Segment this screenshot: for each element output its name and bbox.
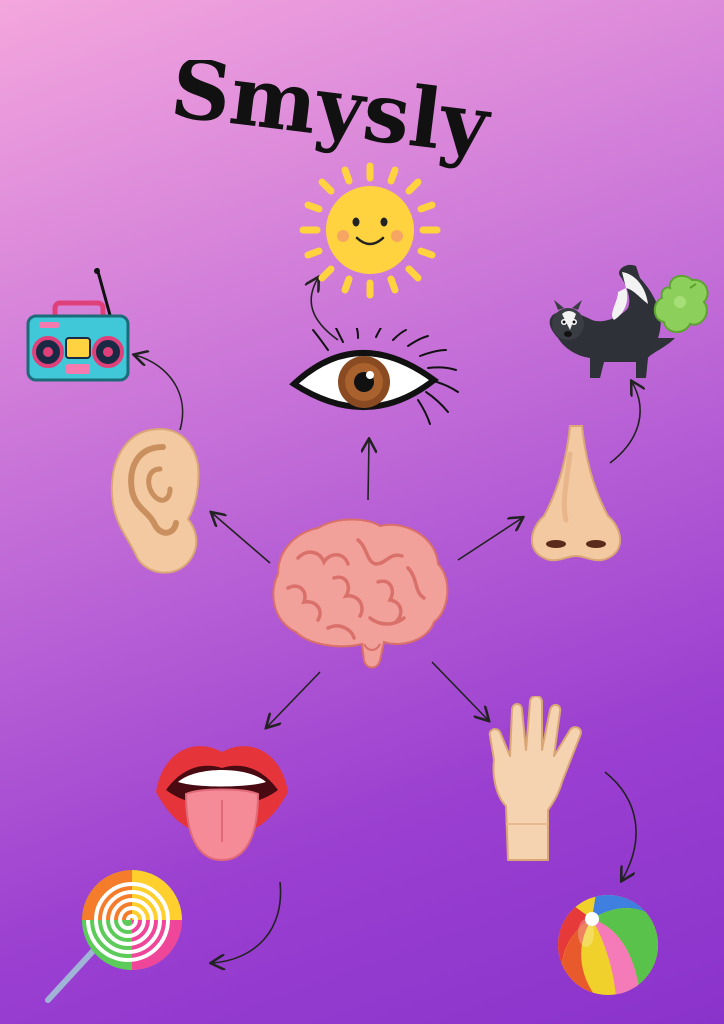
arrow-brain-to-mouth — [267, 671, 321, 727]
arrow-nose-to-skunk — [609, 382, 640, 464]
arrow-mouth-to-lollipop — [212, 881, 282, 963]
arrow-brain-to-hand — [431, 661, 488, 720]
arrow-brain-to-ear — [212, 513, 271, 564]
poster-title: Smysly — [166, 60, 496, 170]
nose-icon — [531, 425, 621, 562]
arrow-brain-to-nose — [457, 518, 522, 561]
boombox-icon — [26, 268, 130, 382]
beach-ball-icon — [558, 895, 658, 995]
arrow-brain-to-eye — [368, 440, 369, 501]
mouth-icon — [156, 746, 288, 862]
lollipop-icon — [45, 870, 182, 1003]
sun-icon — [299, 162, 441, 299]
arrow-hand-to-ball — [604, 771, 637, 880]
arrow-ear-to-boombox — [135, 355, 184, 431]
skunk-icon — [549, 264, 709, 378]
ear-icon — [110, 427, 200, 574]
brain-icon — [272, 518, 449, 669]
arrow-eye-to-sun — [311, 278, 339, 341]
eye-icon — [289, 328, 459, 425]
hand-icon — [488, 696, 582, 861]
